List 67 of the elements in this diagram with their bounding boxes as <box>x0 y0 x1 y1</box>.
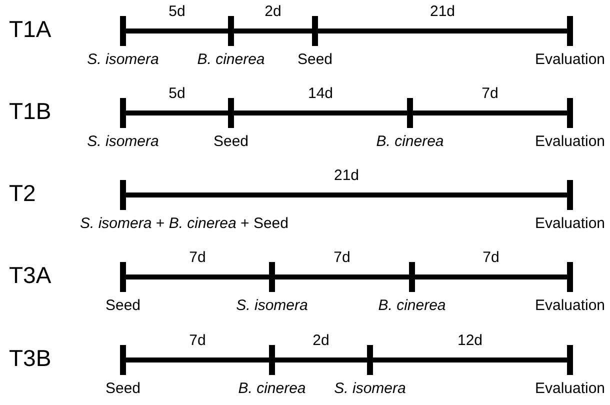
event-label: Evaluation <box>534 134 606 150</box>
timeline-segment <box>126 110 228 116</box>
row-label: T1B <box>9 99 52 123</box>
timeline-segment <box>234 28 312 34</box>
timeline-segment <box>415 274 567 280</box>
timeline-segment <box>126 192 567 198</box>
tick-mark <box>228 16 234 46</box>
duration-label: 7d <box>482 250 500 266</box>
duration-label: 12d <box>457 333 483 349</box>
event-label: Evaluation <box>534 298 606 314</box>
event-label: B. cinerea <box>378 298 446 314</box>
event-label: S. isomera <box>87 52 159 68</box>
tick-mark <box>120 262 126 292</box>
tick-mark <box>567 98 573 128</box>
timeline-segment <box>126 28 228 34</box>
tick-mark <box>269 345 275 375</box>
event-label: Evaluation <box>534 381 606 397</box>
tick-mark <box>228 98 234 128</box>
timeline-segment <box>413 110 567 116</box>
event-label: B. cinerea <box>197 52 265 68</box>
tick-mark <box>567 16 573 46</box>
duration-label: 21d <box>430 4 456 20</box>
timeline-segment <box>318 28 567 34</box>
tick-mark <box>120 98 126 128</box>
timeline-segment <box>275 358 367 362</box>
duration-label: 14d <box>308 86 334 102</box>
tick-mark <box>120 16 126 46</box>
row-label: T3A <box>9 263 52 287</box>
timeline-segment <box>126 274 269 280</box>
event-label: Seed <box>105 381 141 397</box>
timeline-segment <box>126 358 269 362</box>
duration-label: 21d <box>334 168 360 184</box>
duration-label: 7d <box>334 250 350 266</box>
tick-mark <box>269 262 275 292</box>
row-label: T3B <box>9 346 52 370</box>
timeline-segment <box>234 110 407 116</box>
event-label: Evaluation <box>534 216 606 232</box>
event-label: S. isomera <box>87 134 159 150</box>
duration-label: 2d <box>312 333 330 349</box>
tick-mark <box>120 180 126 210</box>
row-label: T2 <box>9 181 36 205</box>
row-label: T1A <box>9 17 52 41</box>
duration-label: 5d <box>168 4 186 20</box>
event-label: S. isomera <box>236 298 308 314</box>
event-label: Seed <box>213 134 249 150</box>
event-label: S. isomera + B. cinerea + Seed <box>80 216 288 232</box>
timeline-segment <box>373 358 567 362</box>
tick-mark <box>407 98 413 128</box>
event-label: Seed <box>105 298 141 314</box>
event-label: B. cinerea <box>376 134 444 150</box>
tick-mark <box>312 16 318 46</box>
event-label: S. isomera <box>334 381 406 397</box>
event-label: Seed <box>297 52 333 68</box>
event-label: Evaluation <box>534 52 606 68</box>
duration-label: 7d <box>189 250 206 266</box>
timeline-segment <box>275 274 409 280</box>
tick-mark <box>409 262 415 292</box>
tick-mark <box>120 345 126 375</box>
duration-label: 7d <box>189 333 206 349</box>
duration-label: 7d <box>482 86 498 102</box>
tick-mark <box>567 262 573 292</box>
duration-label: 2d <box>264 4 282 20</box>
tick-mark <box>567 180 573 210</box>
event-label: B. cinerea <box>238 381 306 397</box>
tick-mark <box>367 345 373 375</box>
duration-label: 5d <box>168 86 186 102</box>
tick-mark <box>567 345 573 375</box>
